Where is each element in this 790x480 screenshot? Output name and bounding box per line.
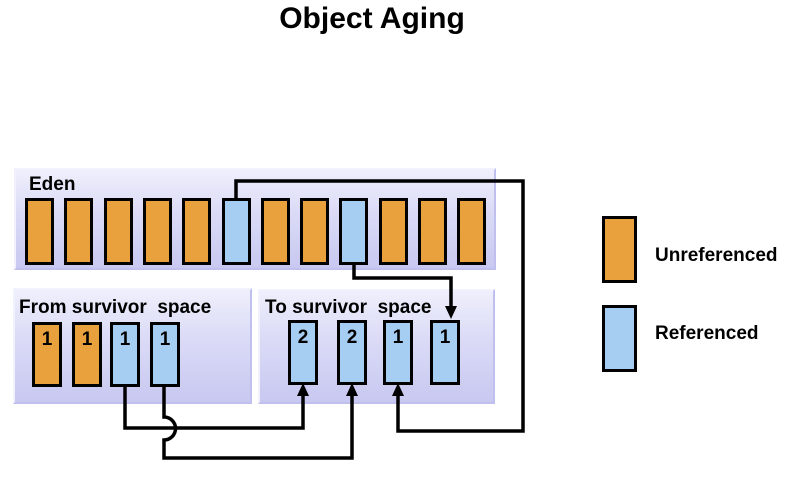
to-survivor-block-1-referenced: 2 <box>288 320 318 385</box>
eden-bar-4-unreferenced <box>143 198 172 265</box>
unreferenced-label: Unreferenced <box>655 245 778 266</box>
to-survivor-block-4-referenced: 1 <box>430 320 460 385</box>
from-survivor-block-2-unreferenced: 1 <box>72 322 102 387</box>
age-label: 1 <box>41 329 53 350</box>
eden-bar-11-unreferenced <box>418 198 447 265</box>
eden-bar-9-referenced <box>339 198 368 265</box>
age-label: 2 <box>297 327 309 348</box>
referenced-label: Referenced <box>655 323 759 344</box>
age-label: 1 <box>81 329 93 350</box>
from-survivor-block-3-referenced: 1 <box>110 322 140 387</box>
eden-bar-6-referenced <box>222 198 251 265</box>
eden-bar-3-unreferenced <box>104 198 133 265</box>
eden-bar-8-unreferenced <box>300 198 329 265</box>
from-survivor-label: From survivor space <box>19 297 212 318</box>
eden-bar-1-unreferenced <box>25 198 54 265</box>
referenced-swatch <box>602 305 637 372</box>
to-survivor-region: To survivor space 2 2 1 1 <box>258 289 495 404</box>
from-survivor-block-1-unreferenced: 1 <box>32 322 62 387</box>
age-label: 1 <box>392 327 404 348</box>
eden-bar-10-unreferenced <box>379 198 408 265</box>
eden-label: Eden <box>29 174 76 195</box>
eden-bar-5-unreferenced <box>182 198 211 265</box>
unreferenced-swatch <box>602 216 637 283</box>
eden-bar-2-unreferenced <box>64 198 93 265</box>
age-label: 1 <box>439 327 451 348</box>
age-label: 1 <box>159 329 171 350</box>
eden-bar-7-unreferenced <box>261 198 290 265</box>
to-survivor-block-2-referenced: 2 <box>337 320 367 385</box>
diagram-title: Object Aging <box>279 2 465 35</box>
age-label: 1 <box>119 329 131 350</box>
eden-bar-12-unreferenced <box>457 198 486 265</box>
from-survivor-block-4-referenced: 1 <box>150 322 180 387</box>
from-survivor-region: From survivor space 1 1 1 1 <box>13 288 252 404</box>
to-survivor-block-3-referenced: 1 <box>383 320 413 385</box>
to-survivor-label: To survivor space <box>265 297 432 318</box>
eden-region: Eden <box>14 168 496 270</box>
age-label: 2 <box>346 327 358 348</box>
